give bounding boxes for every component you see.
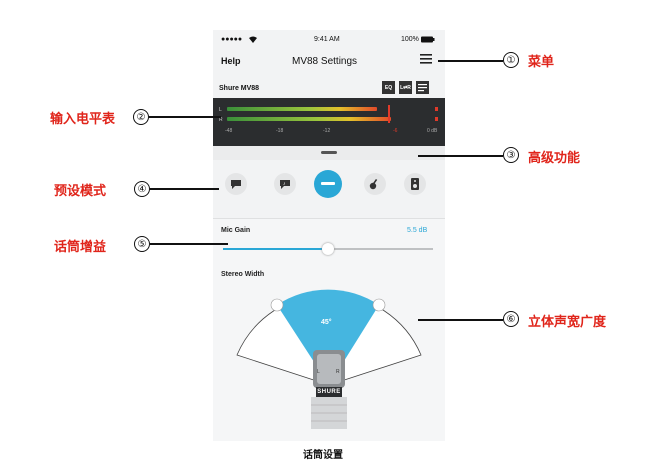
callout-number-advanced: ③ <box>503 147 519 163</box>
page-title: MV88 Settings <box>292 56 358 67</box>
settings-list-icon[interactable] <box>416 81 429 94</box>
callout-line-advanced <box>418 155 503 157</box>
meter-left-bar <box>227 107 377 111</box>
callout-number-presets: ④ <box>134 181 150 197</box>
callout-number-stereo-width: ⑥ <box>503 311 519 327</box>
callout-label-level-meter: 输入电平表 <box>50 111 116 126</box>
callout-label-advanced: 高级功能 <box>528 150 581 165</box>
meter-right-bar <box>227 117 391 121</box>
shure-logo: SHURE <box>317 389 341 395</box>
stereo-right-handle[interactable] <box>372 298 386 312</box>
eq-button[interactable]: EQ <box>382 81 395 94</box>
device-name: Shure MV88 <box>219 85 260 92</box>
flat-icon <box>321 182 335 185</box>
callout-line-stereo-width <box>418 319 503 321</box>
mic-gain-track[interactable] <box>223 243 433 255</box>
callout-label-stereo-width: 立体声宽广度 <box>528 314 607 329</box>
callout-line-presets <box>150 188 219 190</box>
svg-text:L: L <box>317 369 320 375</box>
callout-label-mic-gain: 话筒增益 <box>54 239 107 254</box>
advanced-features-handle[interactable] <box>213 146 445 160</box>
svg-text:R: R <box>336 369 340 375</box>
mic-gain-slider-thumb[interactable] <box>322 243 334 255</box>
stereo-width-diagram[interactable]: L R <box>213 265 445 441</box>
callout-line-menu <box>438 60 503 62</box>
stereo-left-handle[interactable] <box>270 298 284 312</box>
meter-tick: -48 <box>225 128 233 134</box>
lr-swap-button[interactable]: L⇄R <box>399 81 412 94</box>
stereo-width-section: Stereo Width L R 45° SHURE <box>213 265 445 441</box>
mic-gain-fill <box>223 248 328 250</box>
callout-number-mic-gain: ⑤ <box>134 236 150 252</box>
stereo-width-angle: 45° <box>321 319 332 326</box>
input-level-meter: L R -48 -18 -12 -6 0 dB <box>213 98 445 146</box>
drag-handle-icon[interactable] <box>321 151 337 154</box>
stereo-width-label: Stereo Width <box>221 271 265 278</box>
status-time: 9:41 AM <box>314 36 340 43</box>
wifi-icon <box>249 36 257 45</box>
nav-bar: Help MV88 Settings <box>213 46 445 70</box>
meter-tick: -18 <box>276 128 284 134</box>
callout-label-menu: 菜单 <box>528 54 555 69</box>
phone-screen: ●●●●● 9:41 AM 100% Help MV88 Settings Sh… <box>213 30 445 441</box>
callout-number-level-meter: ② <box>133 109 149 125</box>
meter-right-channel-label: R <box>219 117 223 123</box>
clip-right-indicator <box>435 117 438 121</box>
signal-indicator: ●●●●● <box>221 36 243 43</box>
svg-text:♪: ♪ <box>283 181 286 187</box>
callout-line-mic-gain <box>150 243 228 245</box>
preset-speech-button[interactable] <box>225 173 247 195</box>
callout-line-level-meter <box>149 116 221 118</box>
peak-indicator <box>388 105 390 123</box>
battery-icon <box>421 36 435 45</box>
callout-label-presets: 预设模式 <box>54 183 107 198</box>
status-bar: ●●●●● 9:41 AM 100% <box>213 30 445 46</box>
clip-left-indicator <box>435 107 438 111</box>
menu-icon[interactable] <box>420 54 432 66</box>
help-button[interactable]: Help <box>221 56 241 66</box>
meter-left-channel-label: L <box>219 107 222 113</box>
mic-gain-value: 5.5 dB <box>407 227 428 234</box>
speech-icon <box>231 179 241 189</box>
stereo-width-wedge <box>277 289 379 385</box>
preset-singing-button[interactable]: ♪ <box>274 173 296 195</box>
acoustic-guitar-icon <box>369 178 378 190</box>
preset-loud-button[interactable] <box>404 173 426 195</box>
mic-gain-label: Mic Gain <box>221 227 251 234</box>
loud-icon <box>411 178 419 190</box>
preset-acoustic-button[interactable] <box>364 173 386 195</box>
mic-gain-section: Mic Gain 5.5 dB <box>213 218 445 266</box>
device-row: Shure MV88 EQ L⇄R <box>213 78 445 98</box>
battery-percent: 100% <box>401 36 419 43</box>
preset-flat-button[interactable] <box>314 170 342 198</box>
meter-tick: -12 <box>323 128 331 134</box>
figure-caption: 话筒设置 <box>303 450 343 461</box>
meter-tick: -6 <box>393 128 398 134</box>
callout-number-menu: ① <box>503 52 519 68</box>
meter-tick: 0 dB <box>427 128 438 134</box>
singing-icon: ♪ <box>280 179 290 189</box>
